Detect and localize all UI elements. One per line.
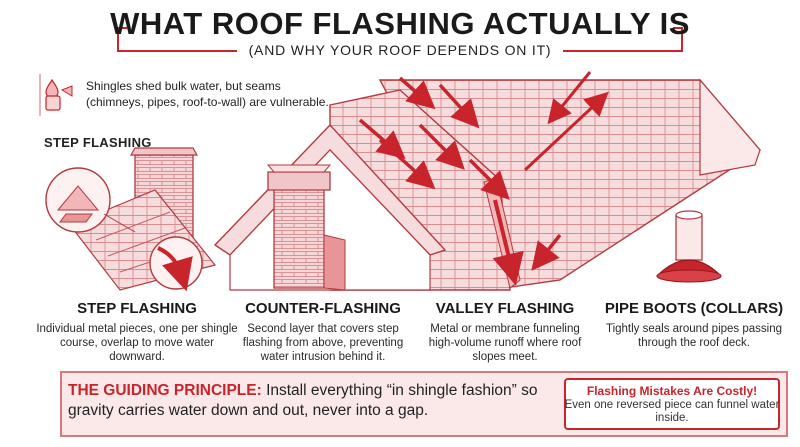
column-title-step-flashing: STEP FLASHING	[77, 300, 197, 317]
guiding-principle-text: THE GUIDING PRINCIPLE: Install everythin…	[68, 381, 548, 421]
column-title-counter-flashing: COUNTER-FLASHING	[245, 300, 401, 317]
column-desc-pipe-boots: Tightly seals around pipes passing throu…	[605, 323, 782, 349]
intro-text: Shingles shed bulk water, but seams (chi…	[86, 79, 329, 109]
column-title-pipe-boots: PIPE BOOTS (COLLARS)	[604, 300, 784, 317]
water-flow-arrows	[358, 71, 609, 286]
column-title-valley-flashing: VALLEY FLASHING	[435, 300, 575, 317]
step-flashing-heading: STEP FLASHING	[44, 135, 152, 150]
subtitle-rule-left	[117, 50, 237, 52]
title-bracket-left	[117, 27, 127, 51]
water-drop-icon	[45, 78, 73, 111]
header: WHAT ROOF FLASHING ACTUALLY IS (AND WHY …	[0, 0, 800, 62]
mistake-callout	[564, 378, 780, 430]
main-roof-illustration	[213, 78, 762, 291]
column-desc-valley-flashing: Metal or membrane funneling high-volume …	[428, 323, 582, 363]
mistake-title: Flashing Mistakes Are Costly!	[586, 384, 758, 398]
column-desc-step-flashing: Individual metal pieces, one per shingle…	[36, 323, 238, 363]
page-subtitle: (AND WHY YOUR ROOF DEPENDS ON IT)	[248, 42, 552, 58]
mistake-desc: Even one reversed piece can funnel water…	[564, 399, 780, 424]
column-desc-counter-flashing: Second layer that covers step flashing f…	[242, 323, 404, 363]
guiding-principle-body: Install everything “in shingle fashion” …	[68, 382, 538, 419]
title-bracket-right	[673, 27, 683, 51]
subtitle-rule-right	[563, 50, 683, 52]
guiding-principle-lead: THE GUIDING PRINCIPLE:	[68, 382, 262, 399]
step-flashing-illustration	[45, 147, 217, 292]
page-title: WHAT ROOF FLASHING ACTUALLY IS	[110, 6, 690, 41]
